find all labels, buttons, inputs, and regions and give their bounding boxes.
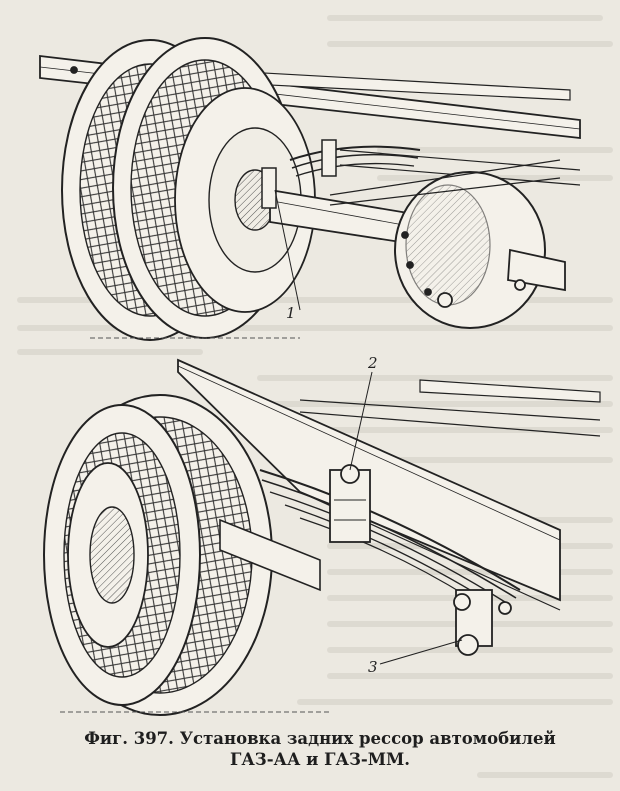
bottom-view-spring <box>43 358 601 716</box>
callout-3: 3 <box>368 658 378 676</box>
callout-1: 1 <box>286 304 296 322</box>
caption-line-2: ГАЗ-АА и ГАЗ-ММ. <box>229 750 411 769</box>
figure-caption: Фиг. 397. Установка задних рессор автомо… <box>40 728 600 770</box>
callout-2: 2 <box>367 354 378 372</box>
top-view-axle <box>39 37 581 341</box>
caption-line-1: Фиг. 397. Установка задних рессор автомо… <box>84 729 556 748</box>
rear-spring-illustration: 1 <box>39 37 601 716</box>
